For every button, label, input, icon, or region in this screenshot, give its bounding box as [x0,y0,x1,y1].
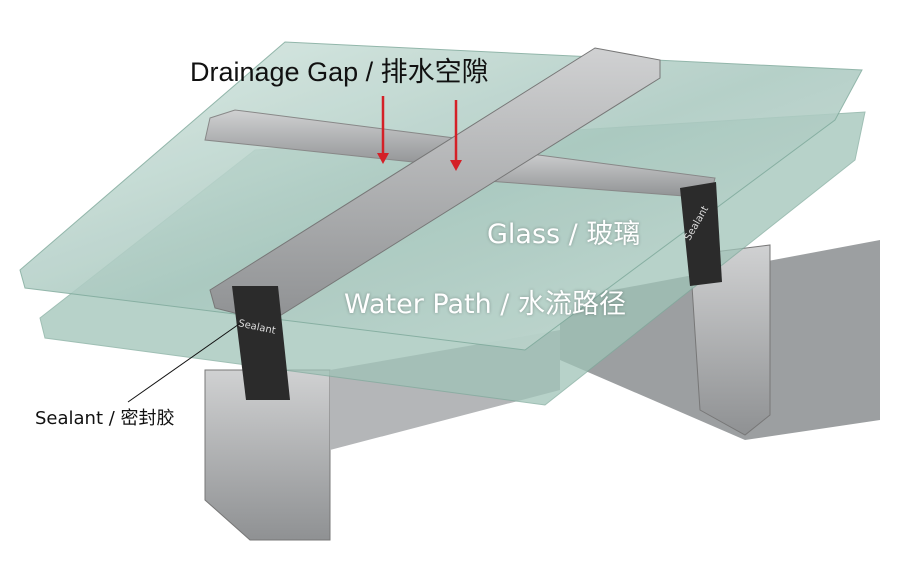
sealant-block-front [232,286,290,400]
water-path-label: Water Path / 水流路径 [344,289,626,320]
mullion-bar [209,47,661,323]
sealant-label: Sealant / 密封胶 [35,408,175,429]
sealant-leader-line [127,321,243,403]
drainage-arrowhead-left [377,153,389,164]
sealant-block-right [680,182,722,286]
drainage-arrowhead-right [450,160,462,171]
frame-profile-right [689,244,771,436]
drainage-gap-label: Drainage Gap / 排水空隙 [190,57,489,87]
glass-label: Glass / 玻璃 [487,219,641,250]
